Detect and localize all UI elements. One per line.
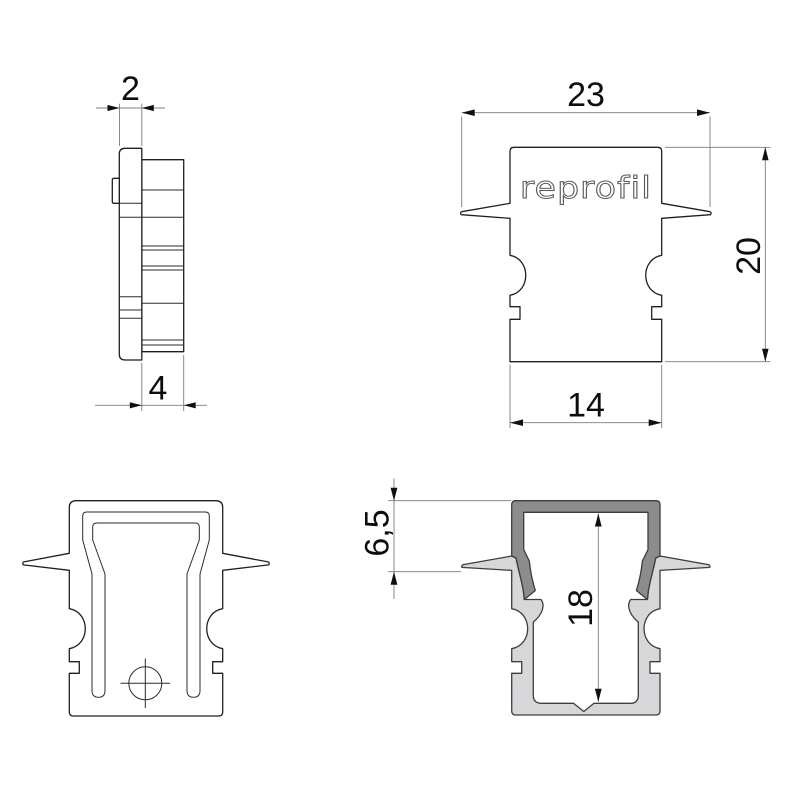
profile-cover	[511, 500, 661, 601]
dim-arrow	[461, 109, 475, 116]
mounting-hole	[120, 658, 171, 709]
dim-front-width: 23	[461, 76, 711, 207]
dim-front-body-width-label: 14	[567, 387, 605, 425]
dim-inner-height-label: 18	[562, 589, 600, 627]
profile-body	[461, 555, 711, 716]
end-cap-rear-outline	[22, 500, 270, 717]
dim-front-body-width-ext-lines	[509, 364, 663, 428]
dim-side-depth: 4	[95, 355, 207, 411]
dim-arrow	[183, 402, 196, 409]
rear-plug-outline	[82, 511, 210, 698]
dim-side-thickness-ext-lines	[96, 103, 165, 146]
dim-arrow	[697, 109, 710, 116]
dim-front-body-width: 14	[509, 364, 663, 428]
dim-recess-ext-lines	[388, 500, 511, 573]
dim-arrow	[141, 104, 154, 112]
dim-arrow	[762, 348, 769, 362]
mounting-hole-centerlines	[120, 658, 171, 709]
dim-arrow	[648, 419, 662, 426]
front-view: reprofil 23 20 14	[459, 76, 771, 428]
dim-arrow	[390, 487, 398, 501]
dim-arrow	[594, 688, 602, 702]
dim-front-height-label: 20	[730, 237, 768, 275]
dim-front-height-ext-lines	[665, 146, 771, 363]
dim-recess-height-label: 6,5	[359, 509, 397, 556]
dim-arrow	[129, 402, 142, 409]
dim-side-depth-label: 4	[149, 370, 168, 408]
side-plate-tab	[111, 177, 120, 204]
end-cap-side-body	[141, 159, 185, 353]
dim-front-width-label: 23	[567, 76, 605, 114]
reprofil-logo: reprofil	[520, 171, 652, 206]
section-view: 6,5 18	[359, 478, 711, 716]
dim-arrow	[107, 104, 120, 112]
dim-arrow	[762, 147, 769, 161]
end-cap-front-outline	[459, 146, 712, 363]
dim-arrow	[390, 571, 398, 585]
side-view: 2 4	[95, 70, 207, 411]
dim-arrow	[594, 513, 602, 527]
dim-front-width-ext-lines	[461, 112, 711, 207]
dim-recess-height: 6,5	[359, 478, 398, 599]
dim-side-thickness: 2	[96, 70, 165, 146]
rear-view	[22, 500, 270, 717]
dim-inner-height: 18	[562, 513, 602, 702]
end-cap-side-plate	[118, 147, 143, 361]
dim-front-height: 20	[730, 147, 769, 362]
dim-arrow	[510, 419, 523, 426]
dim-side-thickness-label: 2	[121, 70, 140, 108]
side-plate-segment-lines	[119, 202, 142, 319]
side-body-segment-lines	[141, 189, 184, 346]
